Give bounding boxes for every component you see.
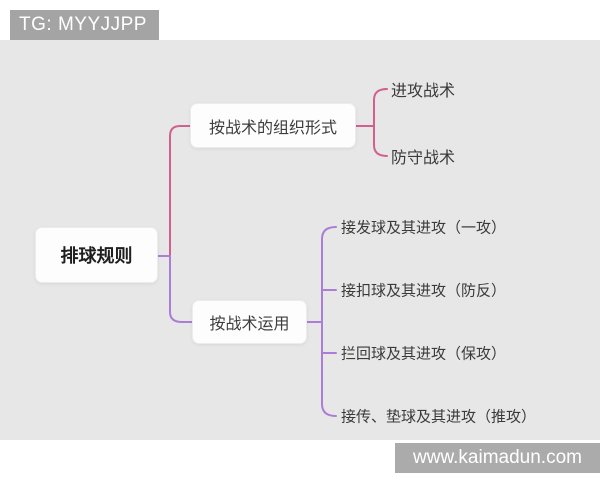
leaf-node[interactable]: 拦回球及其进攻（保攻） bbox=[341, 345, 507, 363]
branch-node-organization-form[interactable]: 按战术的组织形式 bbox=[190, 103, 356, 148]
branch1-connectors bbox=[169, 88, 388, 257]
leaf-node[interactable]: 防守战术 bbox=[391, 150, 456, 167]
branch-node-label: 按战术运用 bbox=[209, 316, 290, 333]
connector-layer bbox=[157, 88, 388, 417]
leaf-node[interactable]: 接传、垫球及其进攻（推攻） bbox=[341, 408, 537, 426]
root-node-label: 排球规则 bbox=[60, 246, 133, 266]
connector-svg bbox=[157, 88, 388, 417]
root-node[interactable]: 排球规则 bbox=[35, 227, 158, 283]
watermark-badge: www.kaimadun.com bbox=[395, 443, 600, 473]
branch2-connectors bbox=[157, 226, 337, 417]
leaf-node[interactable]: 接发球及其进攻（一攻） bbox=[341, 219, 507, 237]
branch-node-label: 按战术的组织形式 bbox=[208, 119, 337, 137]
leaf-node[interactable]: 进攻战术 bbox=[391, 83, 456, 100]
branch-node-application[interactable]: 按战术运用 bbox=[192, 300, 307, 344]
leaf-node[interactable]: 接扣球及其进攻（防反） bbox=[341, 282, 507, 300]
tg-badge: TG: MYYJJPP bbox=[10, 10, 159, 40]
